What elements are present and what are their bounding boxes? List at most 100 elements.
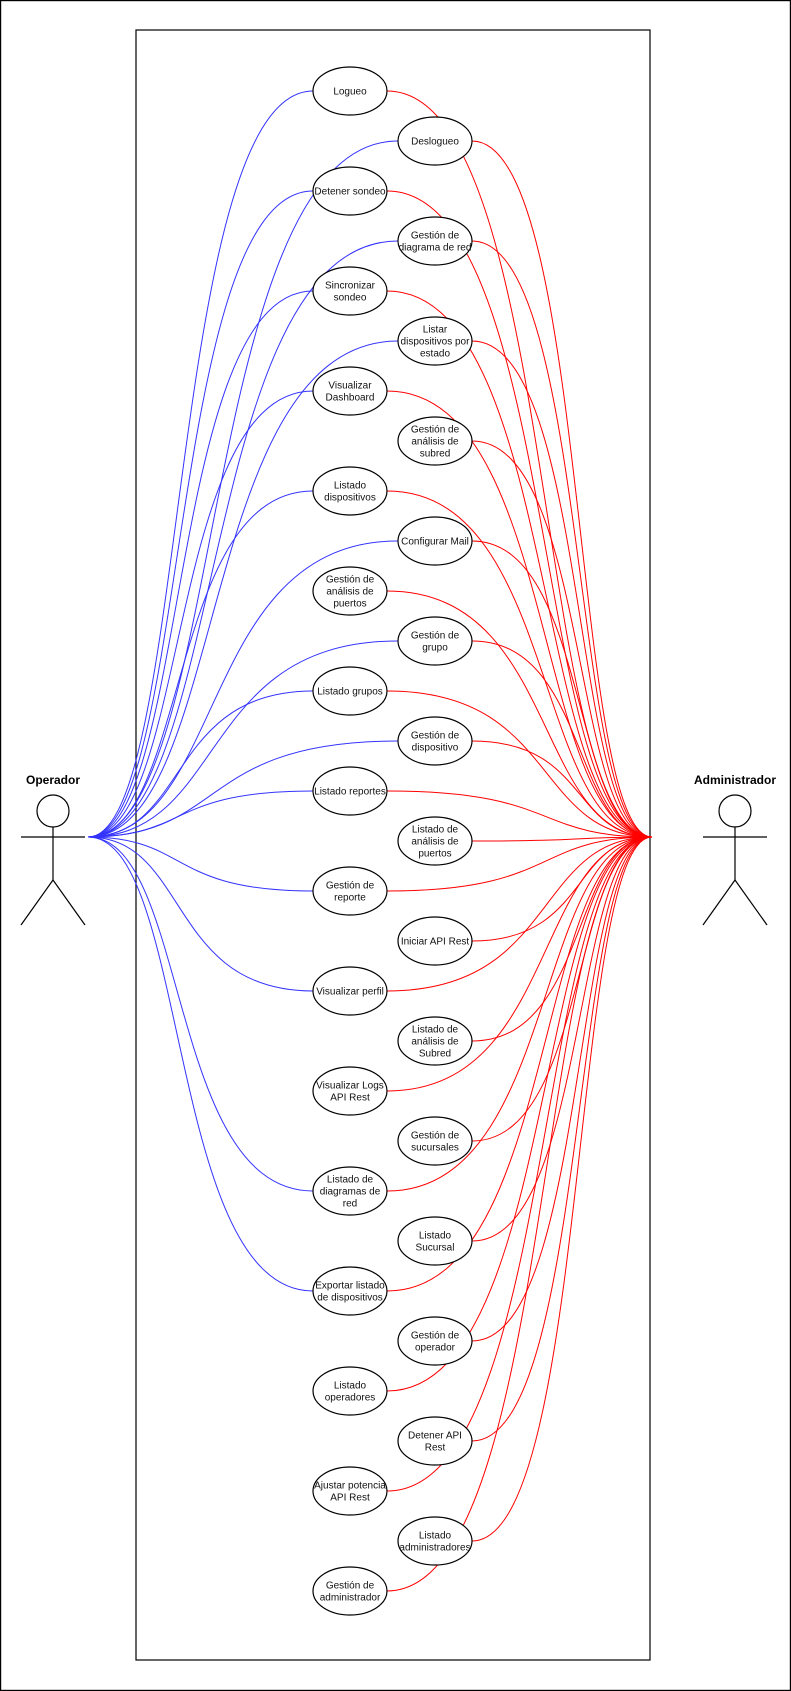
use-case-ellipse	[312, 1466, 388, 1516]
admin-link-listado-administradores	[471, 836, 653, 1542]
use-case-label: Listado	[419, 1231, 452, 1242]
operator-link-listado-grupos	[87, 690, 314, 838]
admin-link-listado-grupos	[386, 690, 653, 838]
use-case-iniciar-api-rest[interactable]: Iniciar API Rest	[397, 916, 473, 966]
operator-link-listar-dispositivos-estado	[87, 340, 399, 838]
actor-operador-label: Operador	[26, 773, 80, 787]
admin-link-gestion-analisis-puertos	[386, 590, 653, 838]
use-case-ellipse	[397, 316, 473, 366]
use-case-label: análisis de	[411, 837, 459, 848]
admin-link-listado-diagramas-red	[386, 836, 653, 1192]
use-case-label: Sincronizar	[325, 281, 376, 292]
use-case-ellipse	[312, 866, 388, 916]
use-case-ellipse	[397, 1116, 473, 1166]
operator-link-visualizar-perfil	[87, 836, 314, 992]
use-case-label: Ajustar potencia	[314, 1481, 386, 1492]
use-case-ellipse	[397, 1016, 473, 1066]
use-case-label: Iniciar API Rest	[401, 937, 470, 948]
admin-link-gestion-reporte	[386, 836, 653, 892]
admin-link-gestion-dispositivo	[471, 740, 653, 838]
admin-link-deslogueo	[471, 140, 653, 838]
admin-link-configurar-mail	[471, 540, 653, 838]
use-case-label: Visualizar perfil	[316, 987, 384, 998]
use-case-visualizar-perfil[interactable]: Visualizar perfil	[312, 966, 388, 1016]
use-case-configurar-mail[interactable]: Configurar Mail	[397, 516, 473, 566]
admin-associations	[386, 90, 653, 1592]
use-case-label: Deslogueo	[411, 137, 459, 148]
use-case-detener-sondeo[interactable]: Detener sondeo	[312, 166, 388, 216]
use-case-label: de dispositivos	[317, 1293, 383, 1304]
use-case-label: Gestión de	[411, 425, 460, 436]
use-case-logueo[interactable]: Logueo	[312, 66, 388, 116]
use-case-label: Listado	[334, 1381, 367, 1392]
use-case-label: subred	[420, 449, 451, 460]
admin-link-visualizar-dashboard	[386, 390, 653, 838]
actor-administrador-left-leg	[702, 879, 736, 926]
operator-link-sincronizar-sondeo	[87, 290, 314, 838]
use-case-label: Logueo	[333, 87, 367, 98]
admin-link-listar-dispositivos-estado	[471, 340, 653, 838]
admin-link-listado-dispositivos	[386, 490, 653, 838]
admin-link-gestion-grupo	[471, 640, 653, 838]
use-case-label: puertos	[418, 849, 451, 860]
operator-link-listado-diagramas-red	[87, 836, 314, 1192]
actor-administrador-label: Administrador	[694, 773, 776, 787]
use-case-label: reporte	[334, 893, 366, 904]
use-case-label: puertos	[333, 599, 366, 610]
use-case-label: operadores	[325, 1393, 376, 1404]
use-case-label: Detener API	[408, 1431, 462, 1442]
use-case-label: Gestión de	[326, 1581, 375, 1592]
use-case-ellipse	[312, 766, 388, 816]
use-case-ellipse	[397, 716, 473, 766]
admin-link-visualizar-perfil	[386, 836, 653, 992]
actor-administrador[interactable]: Administrador	[694, 773, 776, 926]
use-case-ellipse	[397, 116, 473, 166]
use-case-ellipse	[312, 366, 388, 416]
use-case-label: Visualizar	[328, 381, 372, 392]
use-case-ellipse	[312, 66, 388, 116]
use-case-label: Listado de	[412, 825, 459, 836]
use-case-listado-grupos[interactable]: Listado grupos	[312, 666, 388, 716]
use-case-ellipse	[312, 566, 388, 616]
use-case-label: Gestión de	[411, 231, 460, 242]
use-case-label: Rest	[425, 1443, 446, 1454]
use-case-label: administrador	[320, 1593, 381, 1604]
use-case-label: dispositivo	[412, 743, 459, 754]
use-case-listado-reportes[interactable]: Listado reportes	[312, 766, 388, 816]
use-case-ellipse	[312, 1566, 388, 1616]
admin-link-detener-api-rest	[471, 836, 653, 1442]
operator-link-logueo	[87, 90, 314, 838]
admin-link-exportar-listado-dispositivos	[386, 836, 653, 1292]
use-case-deslogueo[interactable]: Deslogueo	[397, 116, 473, 166]
use-case-label: Exportar listado	[315, 1281, 385, 1292]
admin-link-listado-analisis-puertos	[471, 836, 653, 842]
actor-operador[interactable]: Operador	[20, 773, 86, 926]
use-case-label: Gestión de	[411, 1331, 460, 1342]
admin-link-listado-reportes	[386, 790, 653, 838]
use-case-ellipse	[312, 666, 388, 716]
